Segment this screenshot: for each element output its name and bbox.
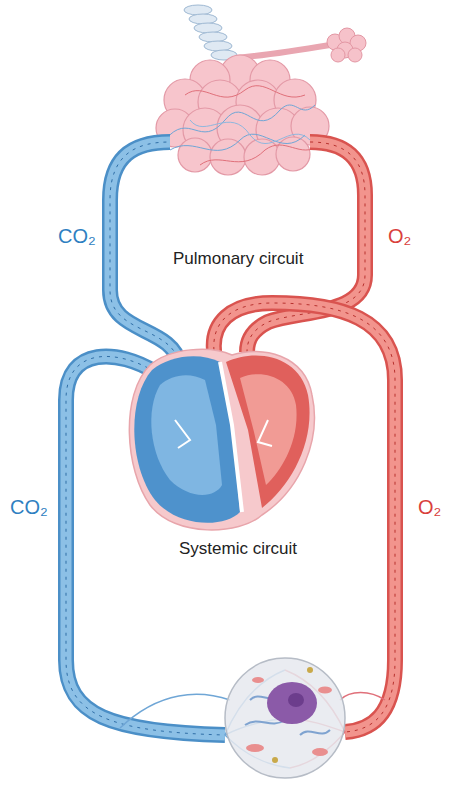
circuit-label: Pulmonary circuit — [173, 250, 303, 269]
alveoli-cluster — [156, 55, 329, 175]
pulmonary-artery — [110, 142, 180, 365]
circuit-label: Systemic circuit — [179, 540, 297, 559]
heart — [129, 349, 314, 530]
gas-label: O₂ — [388, 225, 411, 247]
gas-label: O₂ — [418, 496, 441, 518]
body-cell — [225, 658, 345, 778]
trachea — [184, 5, 330, 60]
gas-label: CO₂ — [10, 496, 48, 518]
lung-capillaries — [165, 86, 320, 165]
gas-label: CO₂ — [58, 225, 96, 247]
alveoli-small — [327, 28, 366, 62]
